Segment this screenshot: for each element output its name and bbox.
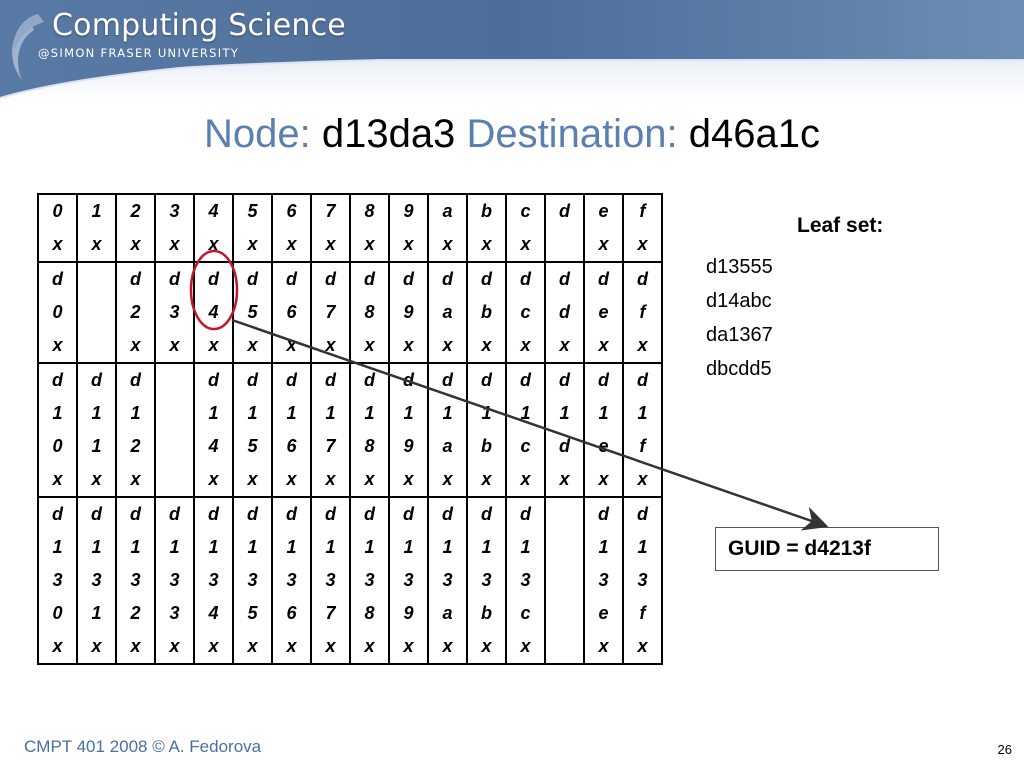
leaf-set-item: d14abc: [706, 290, 772, 312]
leaf-set-item: d13555: [706, 256, 773, 278]
guid-box: GUID = d4213f: [715, 527, 939, 571]
leaf-set-item: dbcdd5: [706, 358, 772, 380]
node-label: Node:: [203, 112, 311, 156]
leaf-set-list: d13555 d14abc da1367 dbcdd5: [706, 250, 773, 386]
slide-title: Node: d13da3 Destination: d46a1c: [0, 112, 1024, 157]
page-number: 26: [997, 742, 1012, 757]
brand-title: Computing Science: [52, 8, 346, 43]
header-banner: Computing Science @SIMON FRASER UNIVERSI…: [0, 0, 1024, 100]
node-value: d13da3: [321, 112, 456, 156]
brand-subtitle: @SIMON FRASER UNIVERSITY: [38, 46, 240, 60]
table-cell: [76, 261, 117, 364]
banner-background: [0, 0, 1024, 100]
table-cell: d: [544, 193, 585, 263]
destination-label: Destination:: [466, 112, 678, 156]
leaf-set-item: da1367: [706, 324, 773, 346]
footer-course: CMPT 401 2008 © A. Fedorova: [24, 737, 262, 756]
swirl-logo-icon: [12, 14, 44, 80]
table-cell: [154, 362, 195, 498]
destination-value: d46a1c: [688, 112, 821, 156]
table-cell: [544, 496, 585, 665]
leaf-set-title: Leaf set:: [797, 214, 884, 237]
